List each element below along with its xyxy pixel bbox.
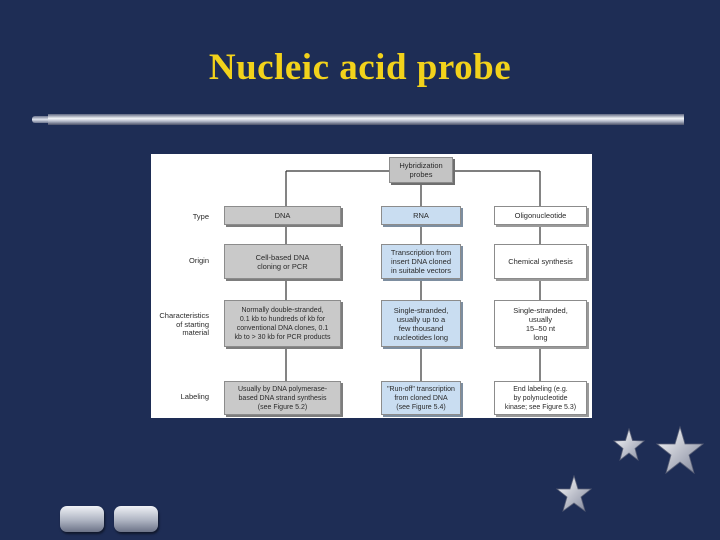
next-slide-button[interactable] <box>114 506 158 532</box>
oligo-origin-box: Chemical synthesis <box>494 244 587 279</box>
star-icon <box>555 475 593 513</box>
dna-labeling-box: Usually by DNA polymerase- based DNA str… <box>224 381 341 415</box>
rna-characteristics-box: Single-stranded, usually up to a few tho… <box>381 300 461 347</box>
probe-diagram: Hybridization probes Type Origin Charact… <box>151 154 592 418</box>
row-label-type: Type <box>192 212 209 221</box>
dna-characteristics-box: Normally double-stranded, 0.1 kb to hund… <box>224 300 341 347</box>
oligo-labeling-box: End labeling (e.g. by polynucleotide kin… <box>494 381 587 415</box>
rna-labeling-box: "Run-off" transcription from cloned DNA … <box>381 381 461 415</box>
row-label-origin: Origin <box>188 256 209 265</box>
star-icon <box>612 428 646 462</box>
title-rule-tip <box>32 116 54 123</box>
oligo-characteristics-box: Single-stranded, usually 15–50 nt long <box>494 300 587 347</box>
dna-type-box: DNA <box>224 206 341 225</box>
slide-title: Nucleic acid probe <box>208 47 512 88</box>
row-label-labeling: Labeling <box>180 392 209 401</box>
dna-origin-box: Cell-based DNA cloning or PCR <box>224 244 341 279</box>
star-icon <box>655 425 705 475</box>
title-divider <box>48 114 684 125</box>
row-label-characteristics: Characteristics of starting material <box>159 311 209 337</box>
rna-type-box: RNA <box>381 206 461 225</box>
rna-origin-box: Transcription from insert DNA cloned in … <box>381 244 461 279</box>
connector-lines <box>285 170 541 381</box>
previous-slide-button[interactable] <box>60 506 104 532</box>
root-box: Hybridization probes <box>389 157 453 183</box>
oligo-type-box: Oligonucleotide <box>494 206 587 225</box>
